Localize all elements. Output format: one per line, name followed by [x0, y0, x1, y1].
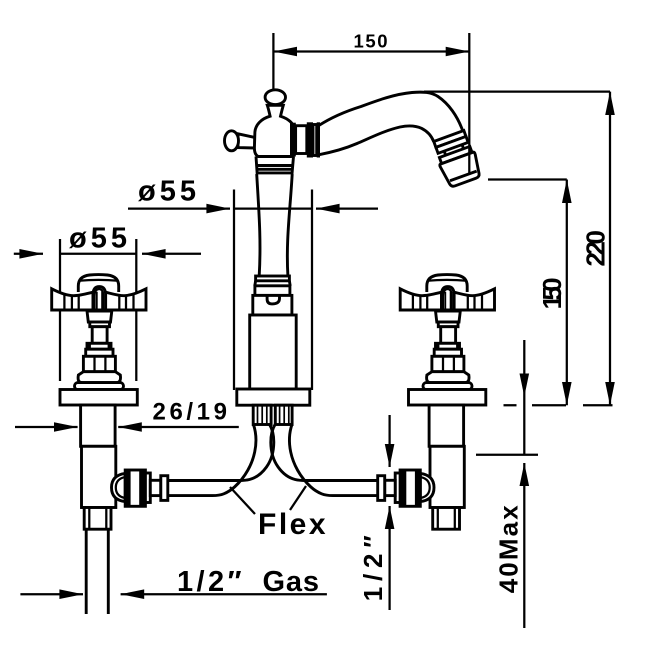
- svg-text:Gas: Gas: [263, 566, 320, 598]
- svg-text:220: 220: [581, 230, 611, 266]
- svg-text:ø55: ø55: [69, 223, 127, 255]
- svg-text:150: 150: [354, 31, 388, 52]
- svg-text:1/2″: 1/2″: [358, 535, 388, 601]
- svg-text:1/2″: 1/2″: [177, 566, 242, 598]
- svg-text:40Max: 40Max: [494, 505, 524, 594]
- svg-text:150: 150: [537, 277, 567, 309]
- svg-text:Flex: Flex: [258, 508, 326, 541]
- svg-text:26/19: 26/19: [153, 399, 228, 426]
- svg-text:ø55: ø55: [138, 176, 196, 208]
